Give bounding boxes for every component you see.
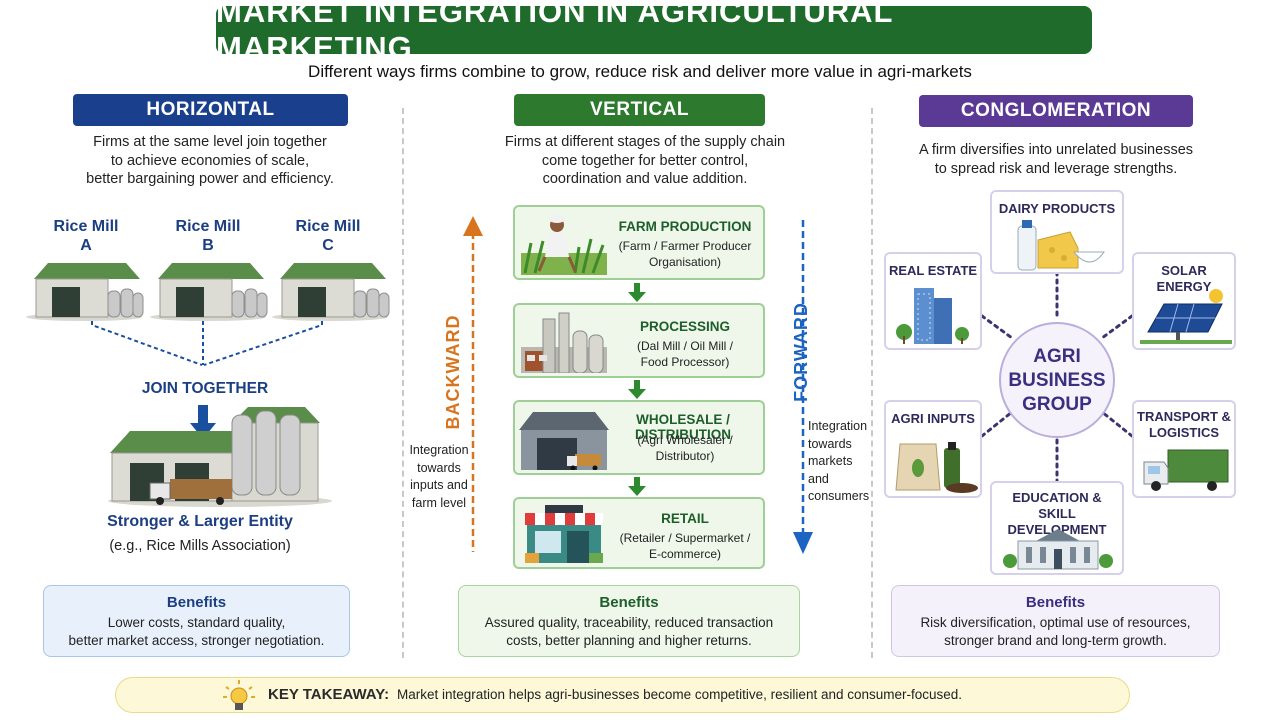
store-icon — [525, 505, 603, 563]
fertilizer-icon — [895, 442, 978, 493]
forward-label: FORWARD — [791, 302, 811, 402]
forward-note: Integration towards markets and consumer… — [808, 419, 870, 503]
business-agri-inputs: AGRI INPUTS — [884, 400, 982, 498]
lightbulb-icon — [223, 680, 255, 710]
business-education-skill-development: EDUCATION & SKILL DEVELOPMENT — [990, 481, 1124, 575]
vertical-benefits-box: Benefits Assured quality, traceability, … — [458, 585, 800, 657]
truck-icon — [1143, 449, 1229, 491]
vertical-description: Firms at different stages of the supply … — [504, 134, 786, 187]
business-solar-energy: SOLAR ENERGY — [1132, 252, 1236, 350]
stage-processing: PROCESSING (Dal Mill / Oil Mill /Food Pr… — [513, 303, 765, 378]
stage-processing-subtitle: (Dal Mill / Oil Mill /Food Processor) — [637, 339, 733, 369]
agri-business-group-center: AGRI BUSINESS GROUP — [1008, 346, 1106, 415]
school-building-icon — [1003, 529, 1113, 570]
conglomeration-benefits-title: Benefits — [1025, 594, 1086, 611]
key-takeaway-label: KEY TAKEAWAY: — [268, 686, 390, 703]
key-takeaway-text: Market integration helps agri-businesses… — [397, 687, 963, 702]
factory-icon — [521, 312, 607, 373]
entity-example: (e.g., Rice Mills Association) — [109, 538, 291, 554]
vertical-benefits-title: Benefits — [599, 594, 659, 611]
stage-retail-subtitle: (Retailer / Supermarket /E-commerce) — [619, 531, 751, 561]
horizontal-description: Firms at the same level join together to… — [86, 134, 334, 187]
page-subtitle: Different ways firms combine to grow, re… — [308, 62, 972, 81]
business-transport-logistics: TRANSPORT & LOGISTICS — [1132, 400, 1236, 498]
stage-processing-title: PROCESSING — [639, 319, 731, 334]
flow-arrow-2 — [628, 380, 646, 405]
stage-wholesale-distribution: WHOLESALE / DISTRIBUTION (Agri Wholesale… — [513, 400, 765, 475]
farmer-icon — [521, 215, 607, 275]
join-together-label: JOIN TOGETHER — [141, 380, 269, 397]
key-takeaway-banner: KEY TAKEAWAY: Market integration helps a… — [115, 677, 1130, 713]
horizontal-benefits-text: Lower costs, standard quality, better ma… — [68, 615, 325, 648]
stage-farm-production-title: FARM PRODUCTION — [618, 219, 752, 234]
horizontal-illustration — [25, 262, 390, 507]
page-title: MARKET INTEGRATION IN AGRICULTURAL MARKE… — [216, 0, 1092, 65]
conglomeration-heading: CONGLOMERATION — [919, 95, 1193, 127]
stage-retail: RETAIL (Retailer / Supermarket /E-commer… — [513, 497, 765, 569]
forward-arrow — [793, 220, 813, 554]
stage-wholesale-title: WHOLESALE / DISTRIBUTION — [635, 412, 731, 442]
vertical-heading: VERTICAL — [514, 94, 765, 126]
buildings-icon — [896, 288, 969, 344]
backward-label: BACKWARD — [443, 314, 463, 430]
mill-b-building — [149, 262, 268, 322]
flow-arrow-3 — [628, 477, 646, 502]
conglomeration-connectors — [980, 270, 1134, 486]
mill-c-building — [271, 262, 390, 322]
mill-a-building — [25, 262, 144, 322]
backward-arrow — [463, 216, 483, 552]
entity-label: Stronger & Larger Entity — [107, 513, 293, 530]
column-divider-right — [871, 108, 873, 658]
stage-retail-title: RETAIL — [661, 511, 709, 526]
business-real-estate: REAL ESTATE — [884, 252, 982, 350]
horizontal-benefits-title: Benefits — [166, 594, 227, 611]
dairy-icon — [1017, 220, 1105, 271]
business-dairy-products: DAIRY PRODUCTS — [990, 190, 1124, 274]
solar-panel-icon — [1140, 289, 1232, 344]
vertical-benefits-text: Assured quality, traceability, reduced t… — [484, 615, 774, 648]
conglomeration-benefits-box: Benefits Risk diversification, optimal u… — [891, 585, 1220, 657]
stage-wholesale-subtitle: (Agri Wholesaler /Distributor) — [637, 433, 733, 463]
column-divider-left — [402, 108, 404, 658]
conglomeration-description: A firm diversifies into unrelated busine… — [918, 142, 1194, 177]
conglomeration-benefits-text: Risk diversification, optimal use of res… — [920, 615, 1191, 648]
flow-arrow-1 — [628, 283, 646, 308]
horizontal-benefits-box: Benefits Lower costs, standard quality, … — [43, 585, 350, 657]
warehouse-icon — [519, 412, 609, 470]
horizontal-heading: HORIZONTAL — [73, 94, 348, 126]
backward-note: Integration towards inputs and farm leve… — [409, 443, 469, 510]
